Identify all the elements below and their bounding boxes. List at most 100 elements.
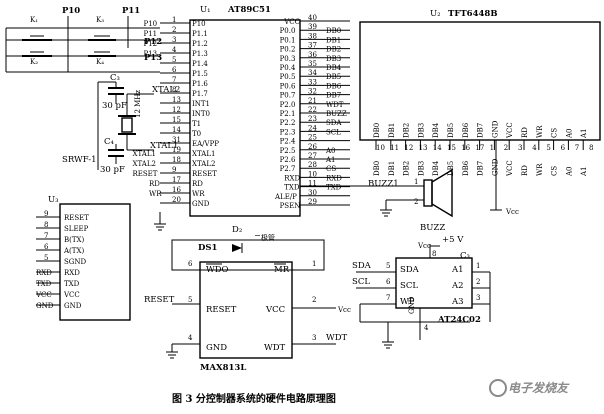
u3-pin-num: 7 [44, 232, 48, 240]
buzzer-block: BUZZ1 1 2 BUZZ Vcc [300, 140, 519, 233]
at24-num-8: 8 [432, 250, 436, 258]
u1-right-pin-num: 32 [308, 88, 317, 96]
at24-pin-a2: A2 [451, 281, 464, 291]
u1-left-net: RD [149, 180, 160, 188]
u1-right-pin-num: 21 [308, 97, 317, 105]
at24-body [395, 257, 473, 309]
u1-right-net: DB3 [326, 55, 341, 63]
u3-pin-label: A(TX) [63, 247, 84, 255]
u2-pin-label: DB1 [388, 123, 396, 138]
u1-left-pin-num: 2 [172, 26, 176, 34]
u1-ref: U₁ [200, 5, 211, 15]
u1-left-pin-num: 16 [172, 186, 181, 194]
u1-left-pin-label: P1.7 [192, 90, 208, 98]
buzzer-pin2: 2 [414, 198, 418, 206]
u1-left-pin-label: RESET [192, 170, 217, 178]
u2-pin-num: 14 [433, 144, 442, 152]
u1-left-net: P10 [144, 20, 158, 28]
u1-right-pin-label: RXD [284, 174, 300, 182]
u1-right-pin-label: P0.0 [280, 27, 296, 35]
u2-pin-net: DB2 [403, 161, 411, 176]
at24-num-2: 2 [476, 278, 480, 286]
u1-left-pin-num: 7 [172, 76, 176, 84]
u2-pin-label: DB6 [462, 122, 470, 138]
max813-part: MAX813L [200, 363, 246, 373]
u2-pin-label: DB7 [477, 123, 485, 138]
max813-num-2: 2 [312, 296, 316, 304]
u1-left-pin-label: P1.5 [192, 70, 208, 78]
u1-right-pin-label: P0.4 [280, 64, 296, 72]
u3-pin-num: 8 [44, 221, 48, 229]
max813-net-wdt: WDT [326, 333, 348, 343]
u1-right-pin-num: 38 [308, 32, 317, 40]
u1-left-pin-label: GND [192, 200, 210, 208]
diode-desc: 二极管 [254, 233, 275, 242]
u1-right-net: RXD [326, 174, 342, 182]
at24-ref: C₃ [460, 251, 470, 261]
u1-right-pin-num: 10 [308, 170, 317, 178]
u1-left-pin-label: INT1 [192, 100, 210, 108]
u1-right-pin-num: 26 [308, 143, 317, 151]
u1-right-pin-num: 36 [308, 51, 317, 59]
u1-left-pin-label: T1 [192, 120, 201, 128]
max813-pin-wdo: WDO [206, 265, 229, 275]
u3-pin-num: 5 [44, 254, 48, 262]
u1-left-pin-num: 8 [172, 86, 176, 94]
u1-right-pin-label: P0.6 [280, 82, 296, 90]
net-p12: P12 [144, 37, 162, 47]
u1-right-pin-label: P0.5 [280, 73, 296, 81]
u2-pin-net: DB5 [447, 161, 455, 176]
u2-pin-label: CS [551, 128, 559, 138]
u3-transceiver: U₃ RESET9SLEEP8B(TX)7A(TX)6SGND5RXDRXDTX… [35, 195, 131, 321]
u3-net: TXD [36, 280, 52, 288]
u1-right-pin-label: P0.2 [280, 46, 296, 54]
max813-num-4: 4 [188, 334, 193, 342]
u3-net: GND [36, 302, 54, 310]
u1-left-pin-num: 6 [172, 66, 177, 74]
cap-c3-value: 30 pF [102, 101, 127, 111]
u2-pin-label: RD [521, 127, 529, 138]
u1-left-pin-num: 1 [172, 16, 176, 24]
u2-pin-net: DB0 [373, 161, 381, 176]
u2-pin-label: WR [536, 125, 544, 138]
u1-right-pin-label: P2.2 [280, 119, 296, 127]
switch-k2-label: K₂ [30, 58, 38, 66]
u1-left-pin-label: XTAL2 [192, 160, 215, 168]
u2-pin-net: DB6 [462, 160, 470, 176]
max813-watchdog: MAX813L DS1 D₂ 二极管 WDO MR 6 1 RESET VCC … [144, 225, 351, 373]
u1-left-pin-num: 31 [172, 136, 181, 144]
u1-right-pin-num: 40 [308, 14, 317, 22]
at24-supply: +5 V [442, 235, 464, 245]
u2-pin-net: DB1 [388, 161, 396, 176]
at24-num-7: 7 [386, 294, 390, 302]
crystal-ref: SRWF-1 [62, 155, 97, 165]
u1-left-pin-num: 4 [172, 46, 177, 54]
u1-left-pin-label: P1.3 [192, 50, 208, 58]
net-xtal2-label: XTAL2 [152, 85, 180, 95]
u3-body [59, 203, 131, 321]
u1-right-pin-num: 28 [308, 161, 317, 169]
u2-pin-net: A1 [580, 166, 588, 177]
u1-left-pin-num: 15 [172, 116, 181, 124]
net-p11: P11 [122, 6, 140, 16]
u1-right-pin-label: P0.3 [280, 55, 296, 63]
at24-pin-a3: A3 [451, 297, 464, 307]
u2-pin-label: DB0 [373, 123, 381, 138]
u2-pin-net: RD [521, 165, 529, 176]
u1-right-net: DB1 [326, 36, 341, 44]
u2-pin-num: 16 [461, 144, 470, 152]
u1-right-net: DB5 [326, 73, 341, 81]
cap-c3-ref: C₃ [110, 73, 120, 83]
u2-part: TFT6448B [448, 9, 498, 19]
u1-right-pin-num: 34 [308, 69, 317, 77]
u1-left-pin-label: P1.1 [192, 30, 208, 38]
u1-right-pin-label: TXD [284, 184, 300, 192]
u2-pin-num: 15 [447, 144, 456, 152]
max813-num-6: 6 [188, 260, 193, 268]
switch-k2: K₂ [22, 51, 52, 66]
u3-pins: RESET9SLEEP8B(TX)7A(TX)6SGND5RXDRXDTXDTX… [35, 210, 89, 310]
u1-left-pin-label: RD [192, 180, 203, 188]
max813-pin-wdt: WDT [264, 343, 286, 353]
